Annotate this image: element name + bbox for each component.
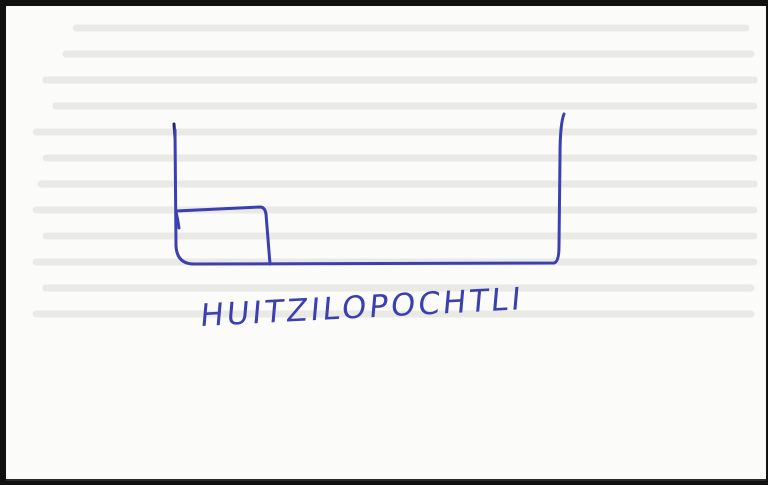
outer-bracket-shape <box>174 114 564 264</box>
paper-card: HUITZILOPOCHTLI <box>6 6 766 481</box>
inner-small-rectangle <box>176 207 270 264</box>
card-bottom-edge <box>6 479 766 481</box>
hand-drawn-sketch <box>6 6 766 481</box>
